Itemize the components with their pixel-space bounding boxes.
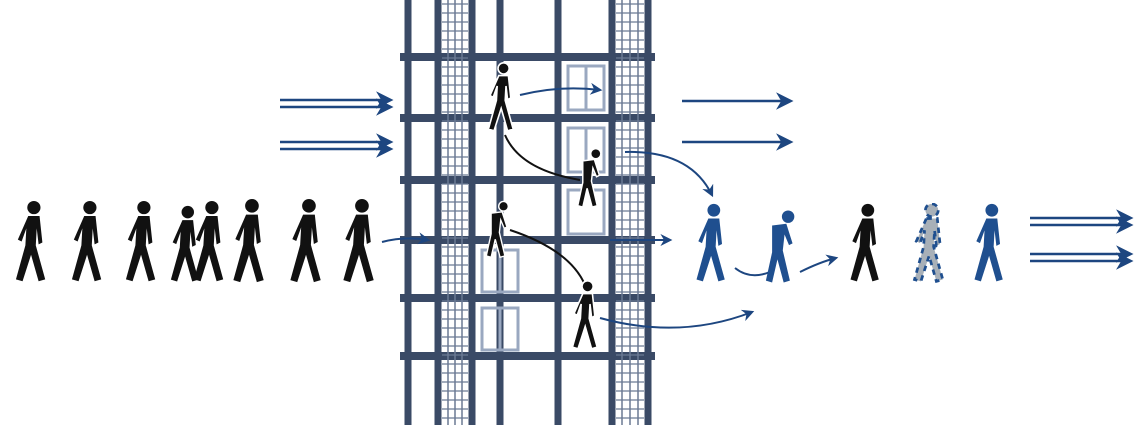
arrow-entry xyxy=(381,232,431,245)
path-curves-black xyxy=(504,134,586,286)
walking-person-icon xyxy=(193,200,224,282)
lattice-rungs xyxy=(442,3,644,419)
striped-walking-person-icon xyxy=(913,203,945,283)
walking-person-icon xyxy=(290,198,321,283)
walking-person-icon xyxy=(696,203,725,282)
outgoing-walkers xyxy=(696,203,1003,283)
walking-person-icon xyxy=(71,200,102,282)
building-beams xyxy=(400,53,655,360)
outgoing-double-arrows xyxy=(1030,209,1134,270)
arrow-to-walker xyxy=(799,254,839,273)
outgoing-top-arrows xyxy=(682,92,794,151)
lattice-left xyxy=(447,0,639,425)
arrow-window-top xyxy=(519,82,603,96)
walking-person-icon xyxy=(15,200,46,282)
arrow-step xyxy=(734,267,771,277)
walking-person-icon xyxy=(974,203,1003,282)
arrow-to-exit-1 xyxy=(624,150,714,198)
walking-person-icon xyxy=(233,198,264,283)
walking-person-icon xyxy=(125,200,156,282)
arrow-to-exit-2 xyxy=(599,309,755,329)
flow-curves xyxy=(381,82,839,329)
walking-person-icon xyxy=(170,205,199,282)
walking-person-icon xyxy=(850,203,879,282)
building xyxy=(400,0,655,425)
walking-person-icon xyxy=(571,280,599,350)
building-columns xyxy=(404,0,652,425)
incoming-walkers xyxy=(15,198,374,283)
walking-person-icon xyxy=(343,198,374,283)
incoming-double-arrows xyxy=(280,91,394,158)
stooping-person-icon xyxy=(765,210,795,283)
